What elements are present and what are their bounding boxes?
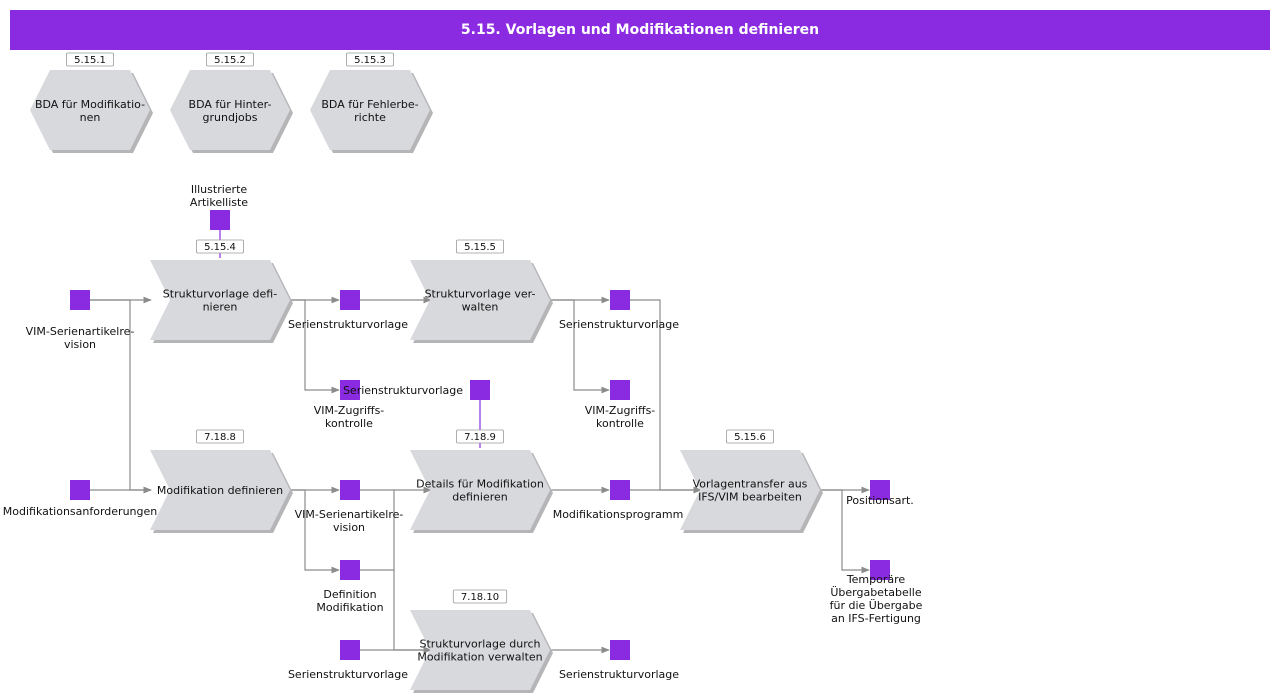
data-object-label: Serienstrukturvorlage bbox=[343, 384, 463, 397]
data-object[interactable] bbox=[610, 290, 630, 310]
svg-text:5.15.6: 5.15.6 bbox=[734, 432, 766, 443]
data-object-label: Positionsart. bbox=[846, 494, 914, 507]
flow-arrow bbox=[290, 299, 340, 394]
process-id-badge: 5.15.6 bbox=[726, 429, 775, 444]
flow-arrow bbox=[290, 489, 340, 574]
function-label: BDA für Hinter-grundjobs bbox=[189, 98, 272, 124]
data-object-label: Modifikationsanforderungen bbox=[3, 505, 158, 518]
data-object[interactable] bbox=[610, 480, 630, 500]
process-id-badge: 7.18.10 bbox=[452, 589, 508, 604]
process-label: Strukturvorlage defi-nieren bbox=[163, 288, 277, 314]
svg-text:5.15.5: 5.15.5 bbox=[464, 242, 496, 253]
process-step[interactable]: Modifikation definieren bbox=[150, 450, 293, 533]
data-object-label: Serienstrukturvorlage bbox=[559, 318, 679, 331]
flow-arrow bbox=[360, 490, 395, 571]
data-object[interactable] bbox=[870, 480, 890, 500]
function-hexagon[interactable]: BDA für Fehlerbe-richte bbox=[310, 70, 433, 153]
flow-arrow bbox=[550, 299, 610, 394]
function-id-badge: 5.15.3 bbox=[345, 52, 394, 67]
svg-text:7.18.10: 7.18.10 bbox=[461, 592, 499, 603]
function-hexagon[interactable]: BDA für Hinter-grundjobs bbox=[170, 70, 293, 153]
data-object[interactable] bbox=[340, 480, 360, 500]
process-label: Modifikation definieren bbox=[157, 484, 283, 497]
data-object-label: VIM-Zugriffs-kontrolle bbox=[585, 404, 656, 430]
process-step[interactable]: Strukturvorlage defi-nieren bbox=[150, 260, 293, 343]
page-title: 5.15. Vorlagen und Modifikationen defini… bbox=[10, 10, 1270, 50]
data-object[interactable] bbox=[470, 380, 490, 400]
svg-text:5.15.4: 5.15.4 bbox=[204, 242, 236, 253]
data-object[interactable] bbox=[340, 290, 360, 310]
data-object-label: VIM-Serienartikelre-vision bbox=[26, 325, 135, 351]
function-label: BDA für Fehlerbe-richte bbox=[321, 98, 418, 124]
data-object[interactable] bbox=[340, 640, 360, 660]
data-object-label: VIM-Zugriffs-kontrolle bbox=[314, 404, 385, 430]
process-id-badge: 5.15.5 bbox=[455, 239, 504, 254]
process-id-badge: 7.18.9 bbox=[455, 429, 504, 444]
data-object-label: Modifikationsprogramm bbox=[553, 508, 684, 521]
flow-arrow bbox=[820, 489, 870, 574]
data-object[interactable] bbox=[610, 640, 630, 660]
process-label: Strukturvorlage ver-walten bbox=[425, 288, 536, 314]
process-id-badge: 7.18.8 bbox=[195, 429, 244, 444]
function-id-badge: 5.15.2 bbox=[205, 52, 254, 67]
function-hexagon[interactable]: BDA für Modifikatio-nen bbox=[30, 70, 153, 153]
data-object-label: Serienstrukturvorlage bbox=[288, 668, 408, 681]
data-object[interactable] bbox=[870, 560, 890, 580]
function-label: BDA für Modifikatio-nen bbox=[35, 98, 145, 124]
data-object-label: Serienstrukturvorlage bbox=[559, 668, 679, 681]
data-object[interactable] bbox=[70, 290, 90, 310]
data-object[interactable] bbox=[610, 380, 630, 400]
svg-text:5.15.2: 5.15.2 bbox=[214, 55, 246, 66]
data-object[interactable] bbox=[340, 380, 360, 400]
process-step[interactable]: Strukturvorlage ver-walten bbox=[410, 260, 553, 343]
svg-text:5.15.3: 5.15.3 bbox=[354, 55, 386, 66]
data-object[interactable] bbox=[340, 560, 360, 580]
data-object[interactable] bbox=[210, 210, 230, 230]
data-object[interactable] bbox=[70, 480, 90, 500]
svg-text:5.15.1: 5.15.1 bbox=[74, 55, 106, 66]
data-object-label: VIM-Serienartikelre-vision bbox=[295, 508, 404, 534]
function-id-badge: 5.15.1 bbox=[66, 52, 115, 67]
svg-text:7.18.9: 7.18.9 bbox=[464, 432, 496, 443]
svg-text:7.18.8: 7.18.8 bbox=[204, 432, 236, 443]
process-id-badge: 5.15.4 bbox=[195, 239, 244, 254]
data-object-label: Serienstrukturvorlage bbox=[288, 318, 408, 331]
